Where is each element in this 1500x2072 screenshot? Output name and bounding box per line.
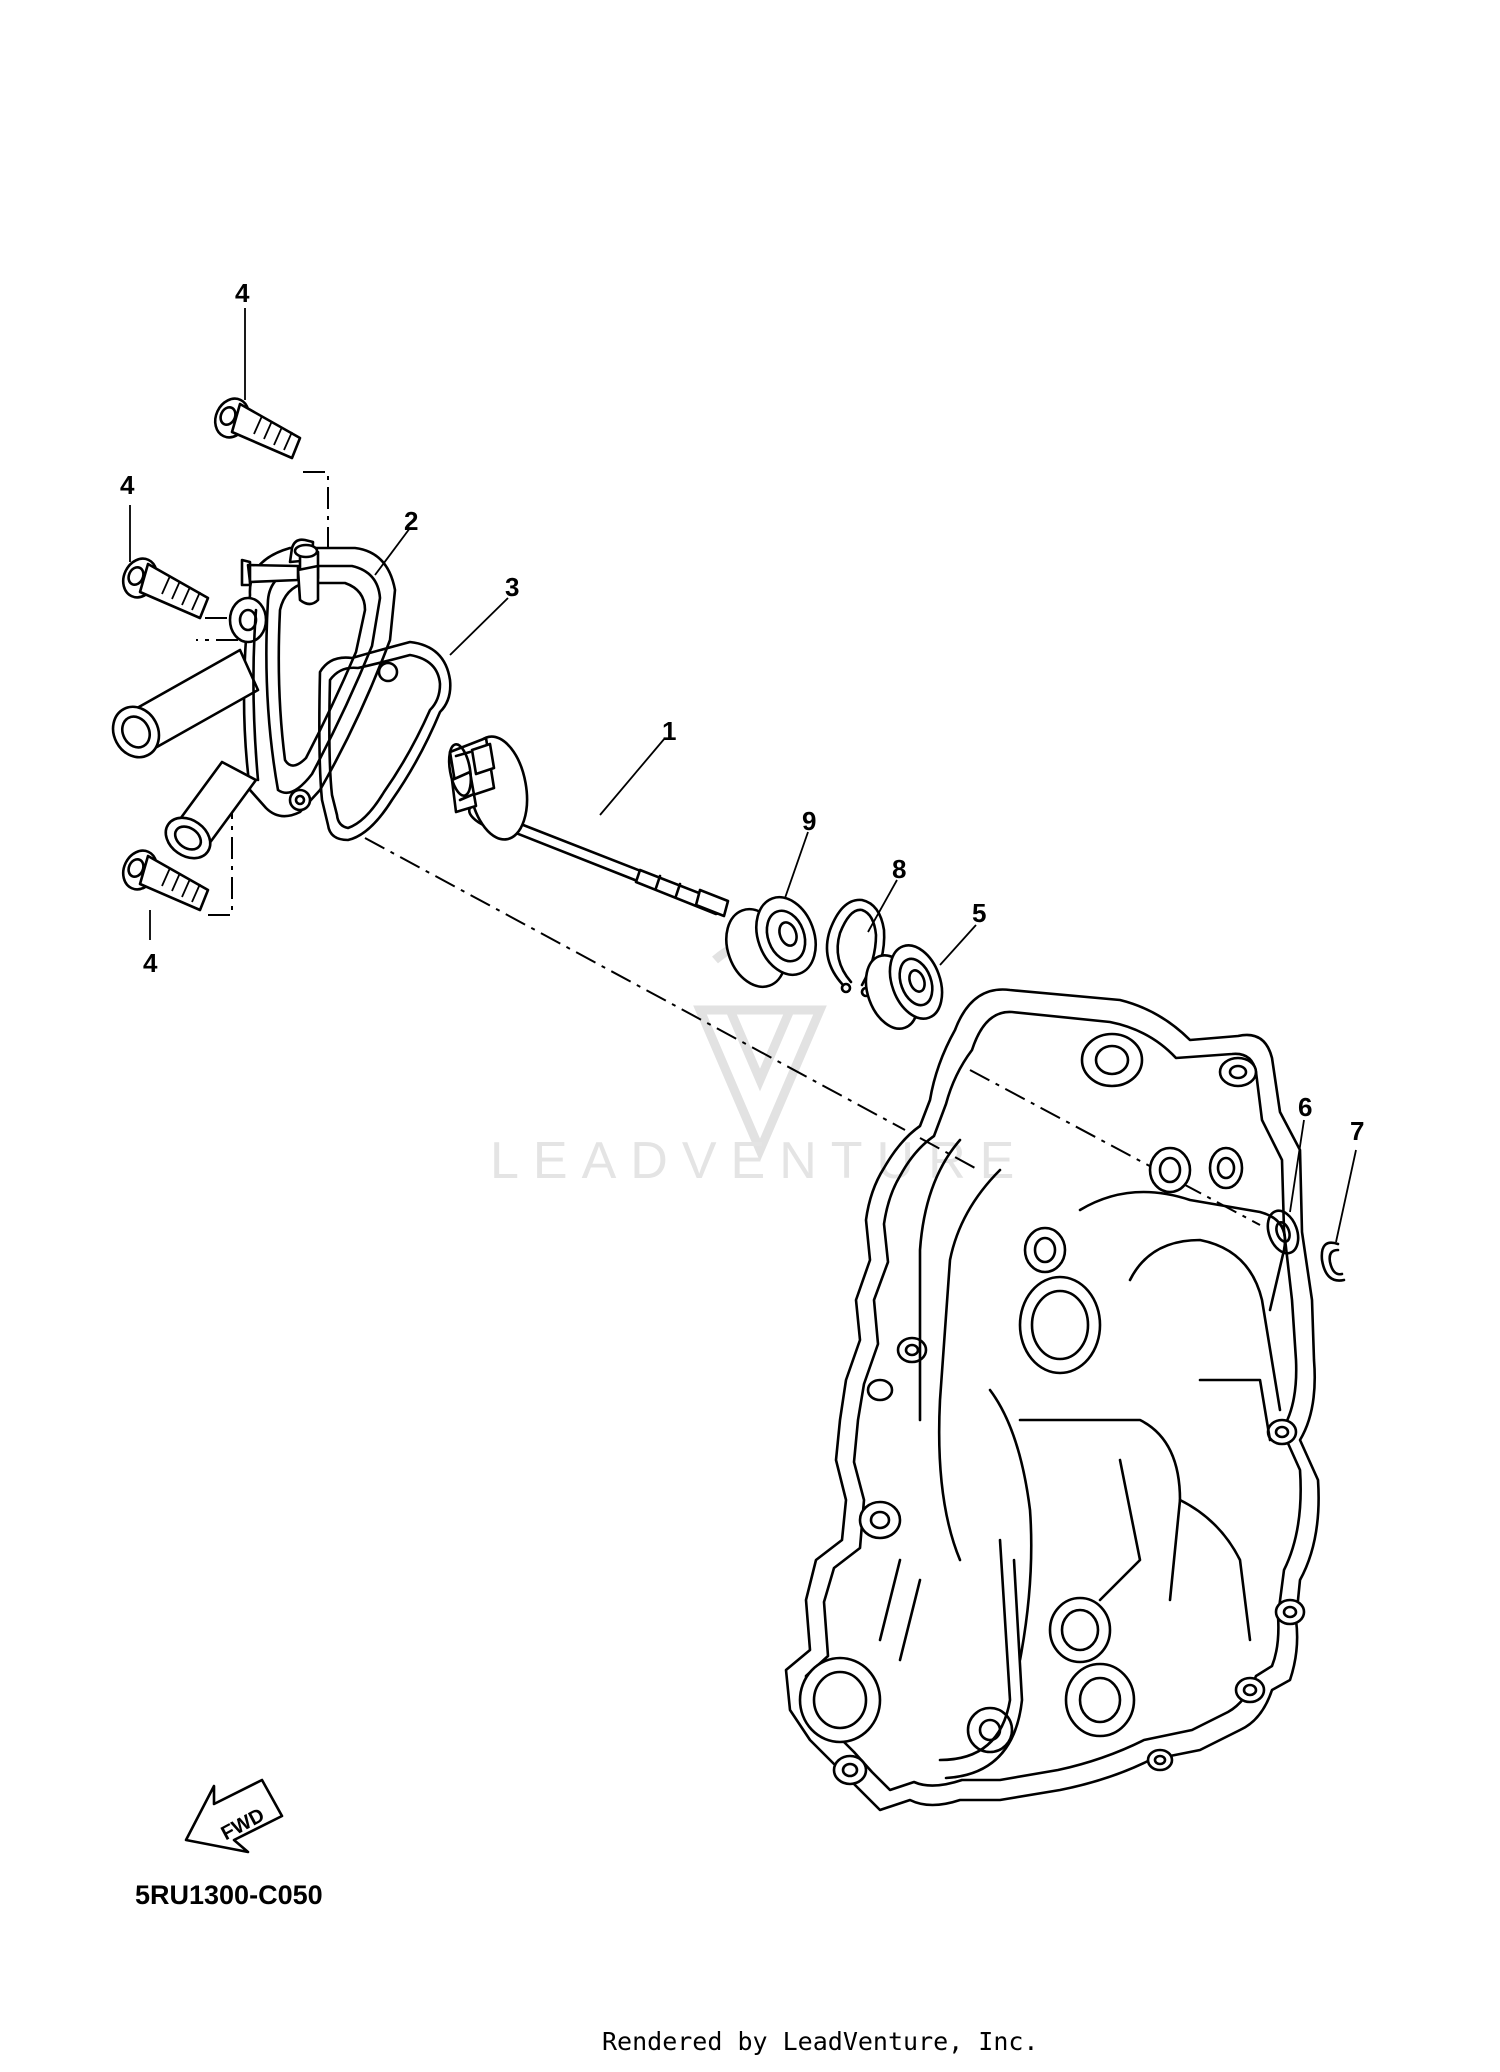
callout-cover: 2 [404,506,418,536]
callout-bearing: 5 [972,898,986,928]
callout-impeller-shaft: 1 [662,716,676,746]
fwd-arrow-icon: FWD [184,1778,284,1854]
callout-leaders [129,308,1357,1243]
assembly-axis [919,1137,976,1169]
callout-bolt-mid: 4 [120,470,135,500]
bolt-bottom-leader [208,805,233,916]
bolt-top-leader [303,471,329,580]
e-clip [1320,1241,1346,1282]
assembly-axis [364,837,906,1131]
gasket [318,640,452,842]
impeller-shaft [447,735,730,918]
callout-circlip: 8 [892,854,906,884]
callout-bolt-top: 4 [235,278,250,308]
callout-bolt-bottom: 4 [143,948,158,978]
bearing [864,944,944,1030]
footer-credit: Rendered by LeadVenture, Inc. [602,2027,1039,2056]
washer-axis [969,1069,1261,1226]
bolt-mid [121,557,210,620]
bolt-top [213,397,302,460]
oil-seal [725,895,817,989]
diagram-code: 5RU1300-C050 [135,1880,323,1910]
callout-e-clip: 7 [1350,1116,1364,1146]
callout-oil-seal: 9 [802,806,816,836]
bolt-bottom [121,849,210,912]
callout-washer: 6 [1298,1092,1312,1122]
watermark-text: LEADVENTURE [490,1132,1028,1190]
callout-gasket: 3 [505,572,519,602]
crankcase [784,988,1320,1812]
